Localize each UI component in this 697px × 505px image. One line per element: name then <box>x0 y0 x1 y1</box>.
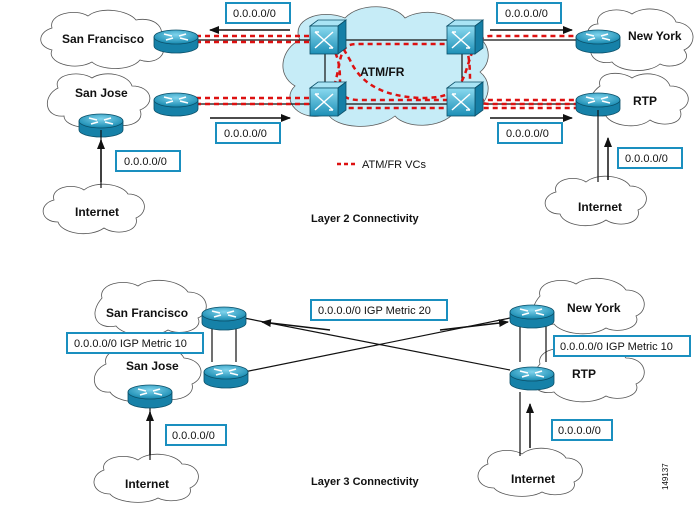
route-box-ny <box>496 2 562 24</box>
route-text-metric10-left: 0.0.0.0/0 IGP Metric 10 <box>74 338 187 350</box>
san-jose-label-top: San Jose <box>75 86 128 100</box>
internet-right-label-bottom: Internet <box>511 472 555 486</box>
sj-router-bottom <box>203 364 249 389</box>
sf-router-top <box>153 29 199 54</box>
new-york-label-bottom: New York <box>567 301 621 315</box>
route-text-sj: 0.0.0.0/0 <box>224 128 267 140</box>
route-box-metric10-left <box>66 332 204 354</box>
route-box-metric10-right <box>553 335 691 357</box>
new-york-cloud-bottom <box>532 277 645 335</box>
internet-left-label-bottom: Internet <box>125 477 169 491</box>
sj-router-top <box>153 92 199 117</box>
rtp-label-bottom: RTP <box>572 367 596 381</box>
san-jose-cloud-top <box>47 73 151 129</box>
rtp-label-top: RTP <box>633 94 657 108</box>
metric20-arrow-left <box>261 319 331 331</box>
atm-fr-label: ATM/FR <box>360 65 405 79</box>
atm-switch-1 <box>309 19 347 55</box>
figure-number: 149137 <box>661 463 670 490</box>
route-text-internet-left-top: 0.0.0.0/0 <box>124 156 167 168</box>
atm-switch-3 <box>446 19 484 55</box>
route-box-internet-left-top <box>115 150 181 172</box>
layer2-title: Layer 2 Connectivity <box>311 213 419 225</box>
san-francisco-label-bottom: San Francisco <box>106 306 188 320</box>
route-text-metric10-right: 0.0.0.0/0 IGP Metric 10 <box>560 341 673 353</box>
route-text-internet-right-bottom: 0.0.0.0/0 <box>558 425 601 437</box>
internet-left-cloud-top <box>42 183 145 235</box>
internet-right-label-top: Internet <box>578 200 622 214</box>
route-box-sf <box>225 2 291 24</box>
internet-right-cloud-top <box>544 175 647 227</box>
layer3-title: Layer 3 Connectivity <box>311 476 419 488</box>
route-text-ny: 0.0.0.0/0 <box>505 8 548 20</box>
san-francisco-label-top: San Francisco <box>62 32 144 46</box>
san-francisco-cloud-bottom <box>94 279 207 337</box>
internet-right-cloud-bottom <box>477 447 583 497</box>
sj-internet-router-bottom <box>127 384 173 409</box>
ny-router-top <box>575 29 621 54</box>
route-text-metric20: 0.0.0.0/0 IGP Metric 20 <box>318 305 431 317</box>
internet-left-label-top: Internet <box>75 205 119 219</box>
sf-router-bottom <box>201 306 247 331</box>
route-box-internet-left-bottom <box>165 424 227 446</box>
san-jose-label-bottom: San Jose <box>126 359 179 373</box>
route-text-internet-left-bottom: 0.0.0.0/0 <box>172 430 215 442</box>
new-york-label-top: New York <box>628 29 682 43</box>
route-box-sj <box>215 122 281 144</box>
atm-switch-2 <box>309 81 347 117</box>
san-francisco-cloud-top <box>40 9 164 69</box>
atm-switch-4 <box>446 81 484 117</box>
internet-left-cloud-bottom <box>93 453 199 503</box>
ny-router-bottom <box>509 304 555 329</box>
metric20-arrow-right <box>439 319 509 331</box>
legend-vc-label: ATM/FR VCs <box>362 159 426 171</box>
route-text-internet-right-top: 0.0.0.0/0 <box>625 153 668 165</box>
route-box-internet-right-bottom <box>551 419 613 441</box>
route-box-metric20 <box>310 299 448 321</box>
route-box-internet-right-top <box>617 147 683 169</box>
route-text-sf: 0.0.0.0/0 <box>233 8 276 20</box>
route-text-rtp: 0.0.0.0/0 <box>506 128 549 140</box>
route-box-rtp <box>497 122 563 144</box>
rtp-router-bottom <box>509 366 555 391</box>
